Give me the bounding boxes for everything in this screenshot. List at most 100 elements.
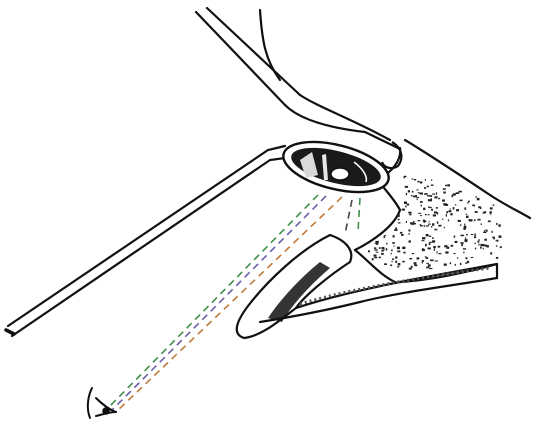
stipple-mark (413, 221, 415, 222)
stipple-mark (412, 253, 414, 254)
stipple-mark (409, 233, 410, 235)
stipple-mark (437, 212, 438, 214)
stipple-mark (431, 226, 432, 227)
stipple-mark (431, 209, 433, 211)
stipple-mark (445, 185, 447, 186)
stipple-mark (477, 219, 480, 221)
stipple-mark (496, 223, 498, 225)
stipple-mark (418, 220, 421, 221)
stipple-mark (490, 252, 492, 254)
stipple-mark (424, 225, 425, 227)
stipple-mark (466, 257, 468, 259)
stipple-mark (429, 243, 431, 246)
stipple-mark (422, 248, 423, 250)
stipple-mark (412, 223, 415, 225)
stipple-mark (483, 232, 486, 233)
stipple-mark (472, 205, 475, 207)
stipple-mark (425, 179, 426, 181)
stipple-mark (499, 235, 502, 238)
stipple-mark (426, 234, 429, 236)
lower-fold (237, 235, 497, 338)
stipple-mark (409, 229, 411, 231)
stipple-mark (426, 225, 429, 226)
stipple-mark (446, 247, 449, 249)
stipple-mark (465, 237, 466, 239)
stipple-mark (434, 246, 436, 248)
observer-eye-icon (88, 388, 116, 418)
stipple-mark (445, 251, 448, 253)
stipple-mark (428, 207, 430, 208)
stipple-mark (395, 228, 397, 230)
stipple-mark (455, 264, 456, 266)
stipple-mark (390, 265, 392, 267)
upper-instrument (196, 8, 398, 148)
stipple-mark (418, 213, 421, 214)
stipple-mark (386, 248, 388, 250)
stipple-mark (391, 253, 392, 254)
stipple-mark (460, 200, 463, 202)
stipple-mark (438, 246, 441, 248)
stipple-mark (496, 257, 498, 259)
stipple-mark (406, 221, 407, 223)
stipple-mark (374, 247, 376, 249)
stipple-mark (467, 202, 468, 204)
stipple-mark (405, 206, 407, 208)
stipple-mark (381, 250, 383, 252)
stipple-mark (425, 244, 427, 246)
stipple-mark (407, 204, 409, 206)
lower-fold-shadow (268, 262, 330, 322)
stipple-mark (428, 214, 430, 215)
stipple-mark (469, 219, 472, 221)
stipple-mark (397, 247, 400, 250)
stipple-mark (442, 200, 445, 202)
stipple-mark (448, 220, 449, 222)
stipple-mark (463, 248, 466, 249)
stipple-mark (500, 246, 502, 248)
stipple-mark (485, 230, 487, 232)
stipple-mark (464, 207, 466, 209)
stipple-mark (422, 240, 425, 241)
stipple-mark (417, 189, 419, 190)
stipple-mark (425, 214, 427, 215)
stipple-mark (412, 179, 414, 180)
stipple-mark (471, 257, 474, 258)
stipple-mark (484, 230, 485, 232)
stipple-mark (384, 235, 386, 236)
stipple-mark (423, 208, 425, 210)
stipple-mark (436, 207, 438, 208)
stipple-mark (454, 236, 456, 238)
stipple-mark (386, 243, 387, 245)
stipple-mark (422, 260, 424, 262)
stipple-mark (465, 263, 467, 264)
stipple-mark (493, 204, 495, 205)
stipple-mark (420, 182, 422, 184)
stipple-mark (446, 214, 447, 217)
stipple-mark (420, 224, 422, 225)
stipple-mark (393, 246, 394, 247)
stipple-mark (392, 242, 395, 244)
stipple-mark (444, 264, 447, 266)
stipple-mark (414, 262, 417, 264)
stipple-mark (430, 195, 432, 197)
stipple-mark (450, 208, 451, 209)
stipple-mark (455, 241, 458, 243)
stipple-mark (496, 240, 499, 241)
stipple-mark (447, 184, 450, 186)
sight-line (345, 200, 352, 234)
stipple-mark (453, 253, 455, 254)
stipple-mark (468, 201, 470, 203)
stipple-mark (426, 193, 428, 195)
stipple-mark (384, 263, 387, 265)
stipple-mark (475, 211, 478, 213)
stipple-mark (478, 206, 480, 208)
stipple-mark (404, 202, 407, 205)
stipple-mark (480, 247, 482, 249)
stipple-mark (476, 196, 477, 198)
stipple-mark (484, 239, 487, 241)
stipple-mark (485, 245, 488, 247)
stipple-mark (381, 253, 384, 255)
stipple-mark (460, 224, 462, 225)
stipple-mark (434, 229, 437, 231)
stipple-mark (374, 249, 377, 250)
stipple-mark (492, 231, 493, 233)
